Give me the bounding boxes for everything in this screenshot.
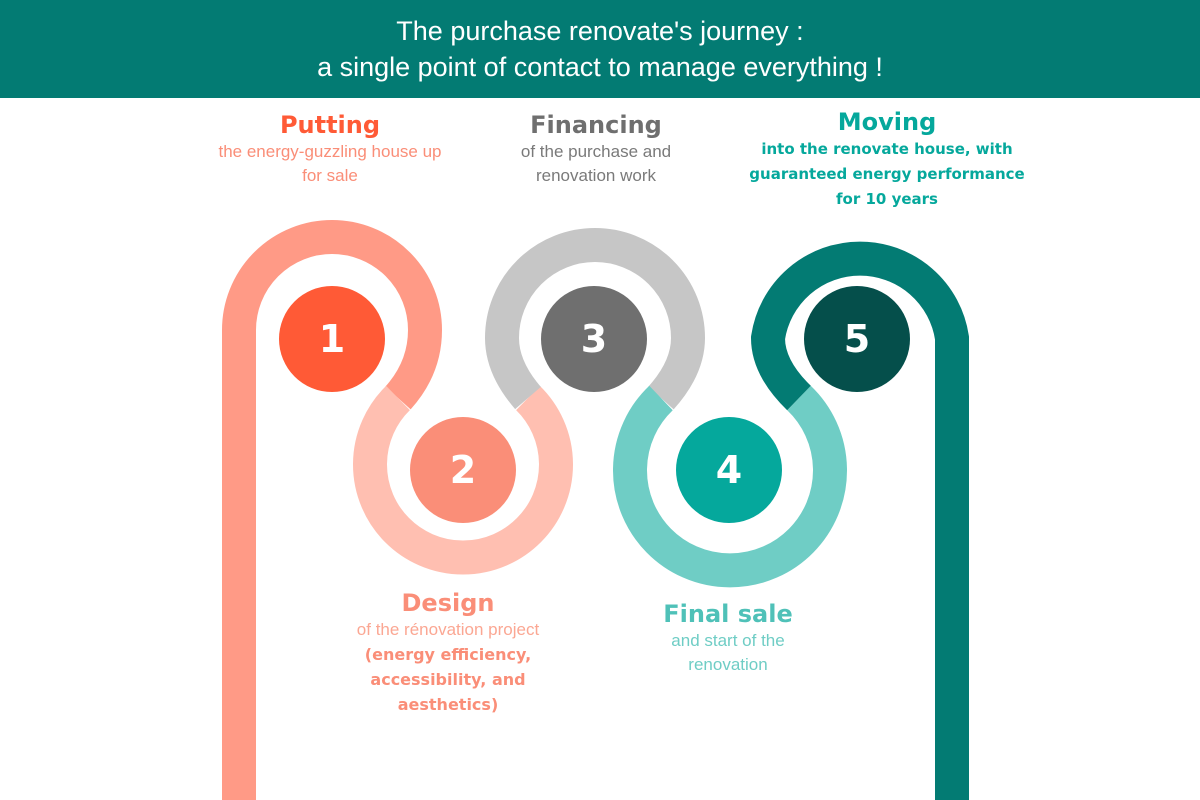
step-3-desc-line-2: renovation work xyxy=(535,166,656,185)
step-5-number: 5 xyxy=(844,317,870,361)
step-4-desc-line-1: and start of the xyxy=(671,631,785,650)
step-3-desc-line-1: of the purchase and xyxy=(520,142,672,161)
path-segment-4 xyxy=(613,385,847,588)
path-segment-2 xyxy=(353,385,573,575)
step-1-circle xyxy=(279,286,385,392)
step-4-number: 4 xyxy=(716,448,742,492)
step-2-title: Design xyxy=(401,589,495,617)
step-5-circle xyxy=(804,286,910,392)
step-4-label: Final sale and start of the renovation xyxy=(618,599,838,677)
step-1-title: Putting xyxy=(279,111,381,139)
step-4-circle xyxy=(676,417,782,523)
step-5-label: Moving into the renovate house, with gua… xyxy=(722,107,1052,212)
title-line-2: a single point of contact to manage ever… xyxy=(317,52,883,82)
step-1-desc-line-2: for sale xyxy=(302,166,358,185)
step-4-desc-line-2: renovation xyxy=(688,655,768,674)
step-2-desc-line-4: aesthetics) xyxy=(397,695,499,714)
step-2-circle xyxy=(410,417,516,523)
step-5-desc-line-2: guaranteed energy performance xyxy=(749,165,1025,183)
step-5-desc-line-1: into the renovate house, with xyxy=(761,140,1013,158)
step-3-number: 3 xyxy=(581,317,607,361)
path-segment-1 xyxy=(222,220,443,800)
step-3-circle xyxy=(541,286,647,392)
step-2-desc-line-1: of the rénovation project xyxy=(356,620,540,639)
step-2-desc-line-3: accessibility, and xyxy=(370,670,526,689)
step-3-label: Financing of the purchase and renovation… xyxy=(476,110,716,188)
step-2-number: 2 xyxy=(450,448,476,492)
path-segment-5 xyxy=(750,241,969,800)
step-1-label: Putting the energy-guzzling house up for… xyxy=(175,110,485,188)
step-5-desc-line-3: for 10 years xyxy=(836,190,938,208)
step-3-title: Financing xyxy=(530,111,662,139)
step-1-desc-line-1: the energy-guzzling house up xyxy=(218,142,442,161)
title-banner: The purchase renovate's journey : a sing… xyxy=(0,0,1200,98)
step-1-number: 1 xyxy=(319,317,345,361)
step-2-label: Design of the rénovation project (energy… xyxy=(318,588,578,717)
title-line-1: The purchase renovate's journey : xyxy=(396,16,804,46)
step-2-desc-line-2: (energy efficiency, xyxy=(364,645,532,664)
step-4-title: Final sale xyxy=(663,600,793,628)
path-segment-3 xyxy=(484,228,706,410)
step-5-title: Moving xyxy=(837,108,937,136)
